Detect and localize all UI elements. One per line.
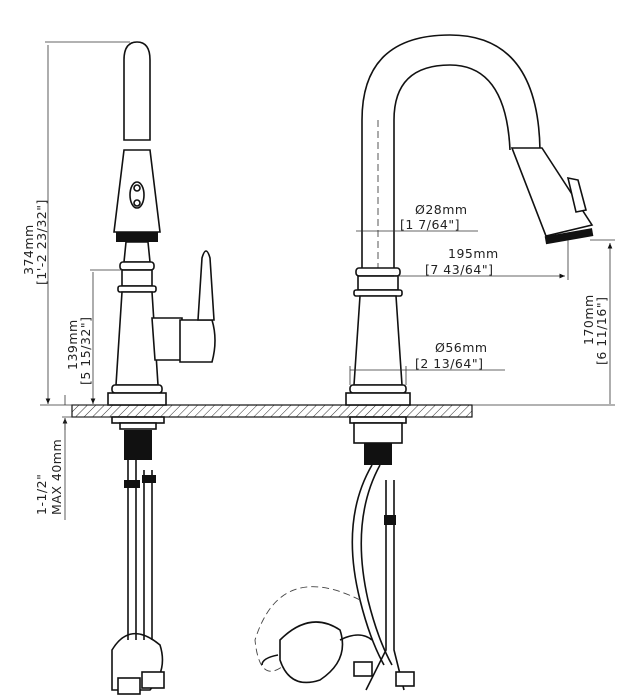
total-height-in: [1'-2 23/32"]	[34, 199, 49, 285]
base-diameter-mm: Ø56mm	[435, 340, 488, 355]
body-height-mm: 139mm	[65, 319, 80, 370]
spout-diameter-mm: Ø28mm	[415, 202, 468, 217]
spout-clearance-mm: 170mm	[581, 294, 596, 345]
dimension-lines	[40, 41, 615, 520]
deck-thickness-in: 1-1/2"	[34, 474, 49, 515]
faucet-front-view	[254, 34, 594, 691]
faucet-side-view	[107, 41, 216, 695]
countertop	[71, 404, 473, 418]
body-height-in: [5 15/32"]	[78, 317, 93, 385]
spout-diameter-in: [1 7/64"]	[400, 217, 460, 232]
deck-thickness-mm: MAX 40mm	[49, 439, 64, 515]
reach-in: [7 43/64"]	[425, 262, 493, 277]
spout-clearance-in: [6 11/16"]	[594, 297, 609, 365]
reach-mm: 195mm	[448, 246, 499, 261]
total-height-mm: 374mm	[21, 224, 36, 275]
base-diameter-in: [2 13/64"]	[415, 356, 483, 371]
